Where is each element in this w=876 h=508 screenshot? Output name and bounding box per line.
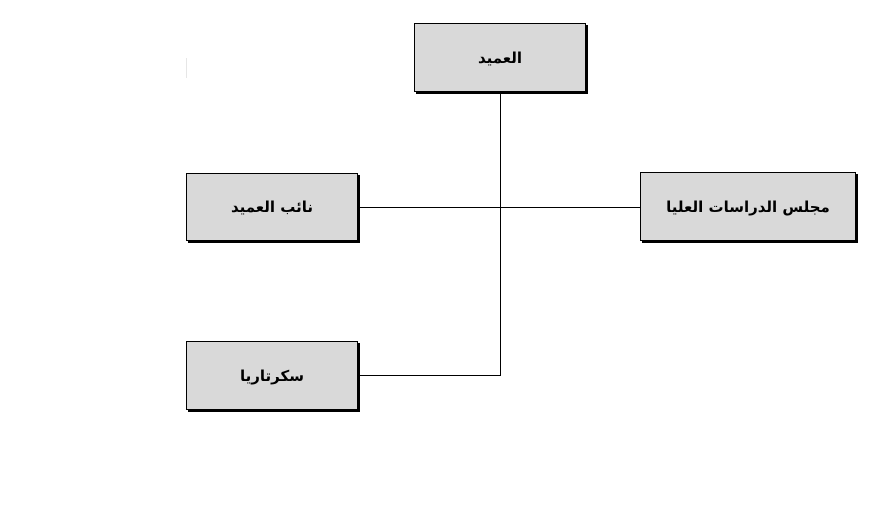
node-vice-dean-label: نائب العميد [230, 198, 314, 216]
node-dean: العميد [414, 23, 586, 92]
node-graduate-council: مجلس الدراسات العليا [640, 172, 856, 241]
faint-mark [186, 58, 187, 78]
connector-vice-council [358, 207, 640, 208]
connector-secretariat [358, 375, 501, 376]
node-vice-dean: نائب العميد [186, 173, 358, 241]
node-graduate-council-label: مجلس الدراسات العليا [666, 197, 830, 216]
node-dean-label: العميد [477, 48, 523, 67]
connector-dean-trunk [500, 92, 501, 376]
node-secretariat-label: سكرتاريا [240, 366, 304, 385]
node-secretariat: سكرتاريا [186, 341, 358, 410]
